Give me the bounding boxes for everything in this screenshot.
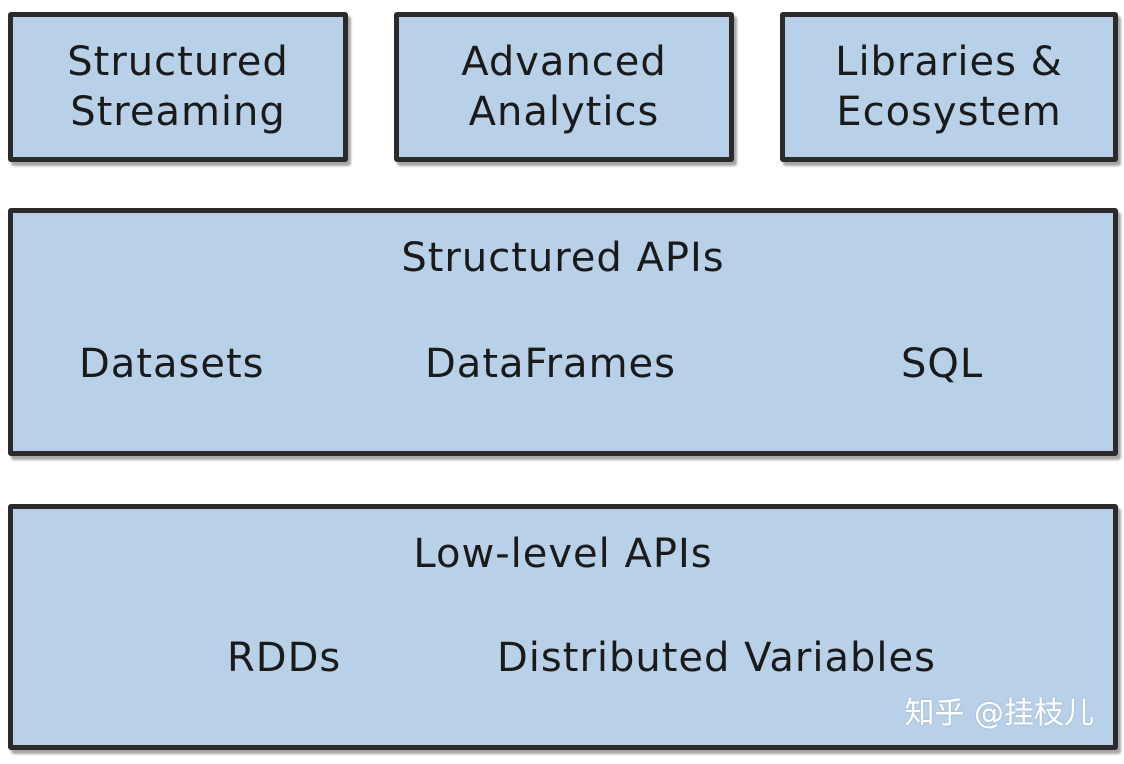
distributed-variables-label: Distributed Variables	[497, 635, 936, 681]
structured-apis-title: Structured APIs	[401, 235, 725, 281]
structured-apis-box: Structured APIs Datasets DataFrames SQL	[8, 208, 1118, 456]
rdds-label: RDDs	[227, 635, 342, 681]
sql-label: SQL	[901, 341, 984, 387]
structured-streaming-label: Structured Streaming	[67, 39, 289, 135]
advanced-analytics-label: Advanced Analytics	[461, 39, 667, 135]
low-level-apis-title: Low-level APIs	[413, 531, 713, 577]
datasets-label: Datasets	[79, 341, 265, 387]
watermark: 知乎 @挂枝儿	[904, 696, 1094, 731]
libraries-ecosystem-label: Libraries & Ecosystem	[835, 39, 1063, 135]
advanced-analytics-box: Advanced Analytics	[394, 12, 734, 162]
dataframes-label: DataFrames	[425, 341, 676, 387]
libraries-ecosystem-box: Libraries & Ecosystem	[780, 12, 1118, 162]
low-level-apis-box: Low-level APIs RDDs Distributed Variable…	[8, 504, 1118, 750]
structured-streaming-box: Structured Streaming	[8, 12, 348, 162]
